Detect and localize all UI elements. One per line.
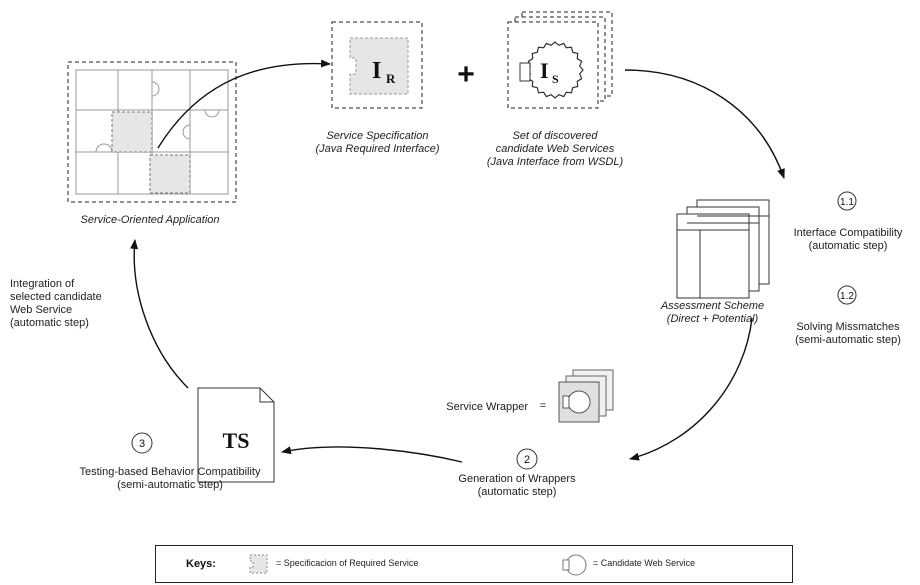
candidate-symbol: I (540, 58, 549, 83)
candidate-key-icon (562, 554, 587, 576)
application-puzzle-icon (67, 61, 237, 203)
step-1-1-badge: 1.1 (837, 191, 857, 211)
assessment-windows-icon (676, 199, 770, 299)
spec-key-icon (249, 554, 268, 574)
keys-legend: Keys: = Specificacion of Required Servic… (155, 545, 793, 583)
step-2-label: Generation of Wrappers (automatic step) (458, 473, 576, 498)
candidate-caption: Set of discovered candidate Web Services… (486, 130, 624, 168)
arrow-candidates-to-assessment (624, 69, 785, 179)
wrapper-label: Service Wrapper (446, 401, 528, 413)
keys-title: Keys: (186, 558, 216, 570)
step-3-label: Testing-based Behavior Compatibility (se… (79, 466, 261, 491)
ts-label: TS (223, 428, 250, 453)
arrow-wrappers-to-testing (281, 446, 463, 463)
test-suite-document-icon: TS (197, 387, 275, 483)
step-1-1-label: Interface Compatibility (automatic step) (793, 227, 903, 252)
step-3-badge: 3 (131, 432, 153, 454)
plus-sign: + (457, 58, 475, 91)
svg-text:2: 2 (524, 454, 530, 466)
step-2-badge: 2 (516, 448, 538, 470)
assessment-caption: Assessment Scheme (Direct + Potential) (660, 300, 765, 325)
candidate-subscript: S (552, 72, 559, 86)
spec-symbol: I (372, 58, 381, 84)
application-caption: Service-Oriented Application (80, 214, 220, 226)
svg-text:1.1: 1.1 (840, 197, 854, 208)
spec-caption: Service Specification (Java Required Int… (315, 130, 440, 155)
svg-text:3: 3 (139, 438, 145, 450)
arrow-testing-to-app (130, 239, 189, 389)
candidate-stack-icon: I S (507, 11, 613, 109)
step-1-2-badge: 1.2 (837, 285, 857, 305)
arrow-assessment-to-wrappers (629, 317, 753, 461)
wrapper-stack-icon (558, 369, 614, 423)
integration-label: Integration of selected candidate Web Se… (10, 278, 102, 329)
flow-arrows (130, 59, 785, 463)
spec-key-label: = Specificacion of Required Service (276, 558, 419, 568)
wrapper-equals: = (539, 400, 547, 412)
svg-text:1.2: 1.2 (840, 291, 854, 302)
arrow-app-to-spec (157, 59, 331, 149)
spec-box-icon: I R (331, 21, 423, 109)
candidate-key-label: = Candidate Web Service (593, 558, 696, 568)
spec-subscript: R (386, 71, 396, 86)
step-1-2-label: Solving Missmatches (semi-automatic step… (795, 321, 901, 346)
